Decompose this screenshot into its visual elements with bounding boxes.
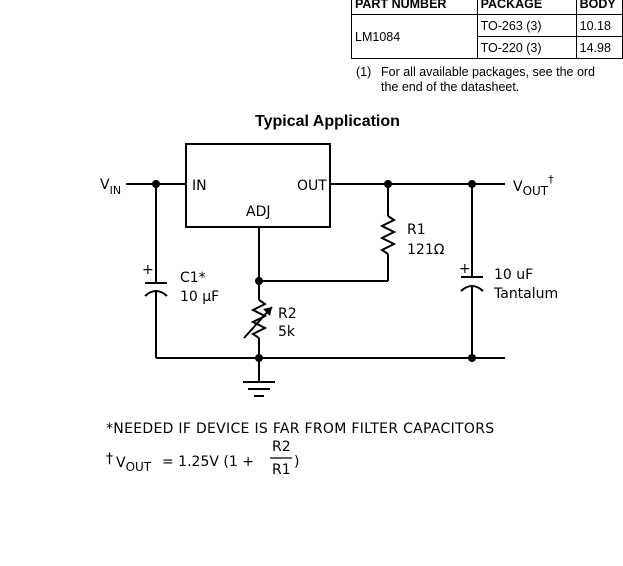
footnote-line-2: the end of the datasheet. (381, 80, 520, 94)
junction-dots (152, 180, 476, 362)
header-package: PACKAGE (476, 0, 577, 15)
c1-name: C1* (180, 270, 206, 286)
formula-dagger: † (106, 451, 113, 467)
header-part-number: PART NUMBER (351, 0, 478, 15)
c1-value: 10 µF (180, 289, 219, 305)
part-number-cell: LM1084 (351, 14, 478, 59)
c1-plus: + (142, 262, 154, 278)
formula-lhs: = 1.25V (1 + (162, 454, 254, 470)
r1-name: R1 (407, 222, 426, 238)
formula-close-paren: ) (294, 454, 299, 470)
body-cell: 14.98 (575, 36, 623, 59)
formula-denominator: R1 (272, 462, 291, 478)
cout-value: 10 uF (494, 267, 533, 283)
asterisk-note: *NEEDED IF DEVICE IS FAR FROM FILTER CAP… (106, 421, 494, 437)
pin-adj-label: ADJ (246, 204, 271, 220)
table-row: LM1084 TO-263 (3) 10.18 (351, 14, 623, 59)
pin-out-label: OUT (297, 178, 327, 194)
footnote-mark: (1) (356, 65, 372, 79)
footnote-line-1: For all available packages, see the ord (381, 65, 596, 79)
r2-name: R2 (278, 306, 297, 322)
table-row: TO-220 (3) 14.98 (352, 36, 623, 59)
formula-numerator: R2 (272, 439, 291, 455)
vin-label: VIN (100, 177, 121, 197)
pin-in-label: IN (192, 178, 207, 194)
body-cell: 10.18 (575, 14, 623, 37)
cout-plus: + (459, 261, 471, 277)
potentiometer-arrow-icon (263, 307, 272, 316)
cout-type: Tantalum (493, 286, 558, 302)
formula-vout: VOUT (116, 455, 152, 474)
package-cell: TO-220 (3) (476, 36, 577, 59)
section-title: Typical Application (255, 113, 400, 130)
table-header-row: PART NUMBER PACKAGE BODY (351, 0, 623, 15)
package-cell: TO-263 (3) (476, 14, 577, 37)
device-info-table: PART NUMBER PACKAGE BODY LM1084 TO-263 (… (351, 0, 623, 59)
typical-application-schematic: VIN VOUT† IN OUT ADJ R1 121Ω R2 5k + C1*… (100, 143, 558, 478)
header-body: BODY (575, 0, 623, 15)
r2-value: 5k (278, 324, 296, 340)
r1-value: 121Ω (407, 242, 445, 258)
vout-label: VOUT† (513, 173, 554, 198)
